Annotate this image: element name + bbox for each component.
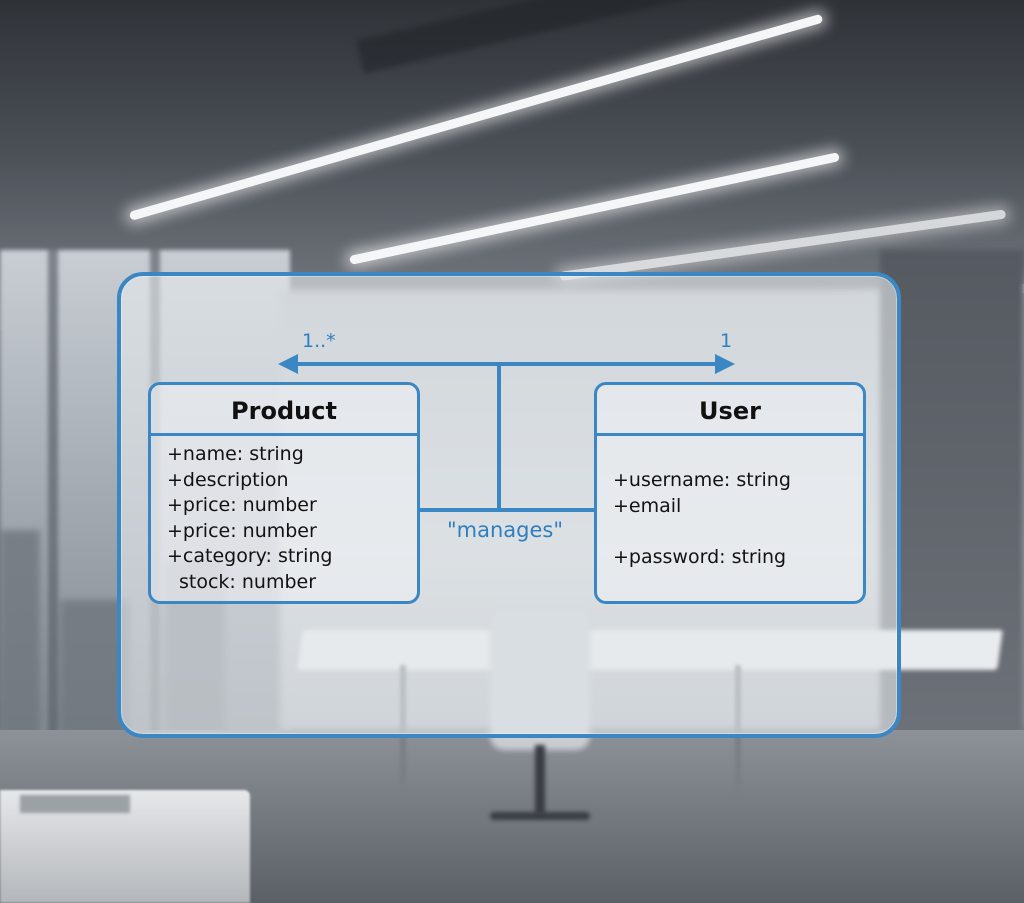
attribute: +description [167,468,289,491]
class-name: User [597,385,863,436]
product-class[interactable]: Product +name: string +description +pric… [148,382,420,604]
attribute: +email [613,494,682,517]
desk-keyboard [20,795,130,813]
multiplicity-right: 1 [720,330,733,352]
attribute: stock: number [179,570,317,593]
attribute: +name: string [167,443,304,465]
chair-stem [535,745,545,815]
class-name: Product [151,385,417,436]
attribute: +password: string [613,545,787,568]
attribute-spacer [613,519,863,545]
chair-base [490,812,590,820]
multiplicity-left: 1..* [302,330,336,352]
attribute: +price: number [167,494,317,516]
arrowhead-left [278,354,298,374]
attribute-list: +name: string +description +price: numbe… [151,436,417,595]
attribute: +category: string [167,545,333,567]
user-class[interactable]: User +username: string +email +password:… [594,382,866,604]
association-label: "manages" [446,518,563,542]
arrowhead-right [715,354,735,374]
side-wall [880,250,1024,770]
attribute: +price: number [167,519,317,542]
attribute: +username: string [613,469,791,491]
attribute-list: +username: string +email +password: stri… [597,436,863,570]
